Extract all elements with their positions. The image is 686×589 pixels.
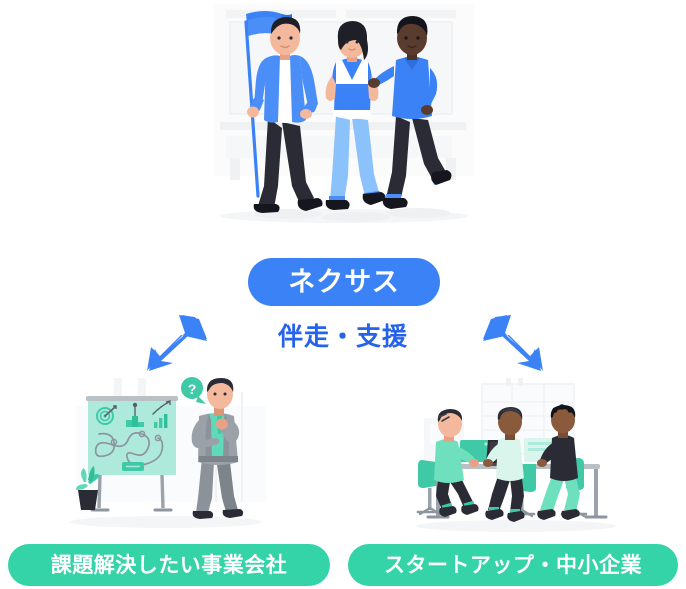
label-pill-startup: スタートアップ・中小企業 [348, 544, 678, 586]
brand-badge-nexus: ネクサス [248, 258, 440, 306]
illustration-team-working-at-desk [406, 376, 626, 538]
arrow-down-right-icon [479, 313, 553, 375]
hero-illustration-three-people-with-flag [196, 0, 492, 240]
brand-badge-label: ネクサス [288, 266, 400, 297]
svg-text:?: ? [188, 381, 197, 397]
label-pill-startup-text: スタートアップ・中小企業 [384, 553, 642, 577]
illustration-person-thinking-at-whiteboard: ? [66, 372, 276, 538]
arrow-down-left-icon [137, 313, 211, 375]
tagline-text: 伴走・支援 [277, 323, 408, 351]
label-pill-company-text: 課題解決したい事業会社 [50, 553, 288, 577]
label-pill-company: 課題解決したい事業会社 [8, 544, 330, 586]
